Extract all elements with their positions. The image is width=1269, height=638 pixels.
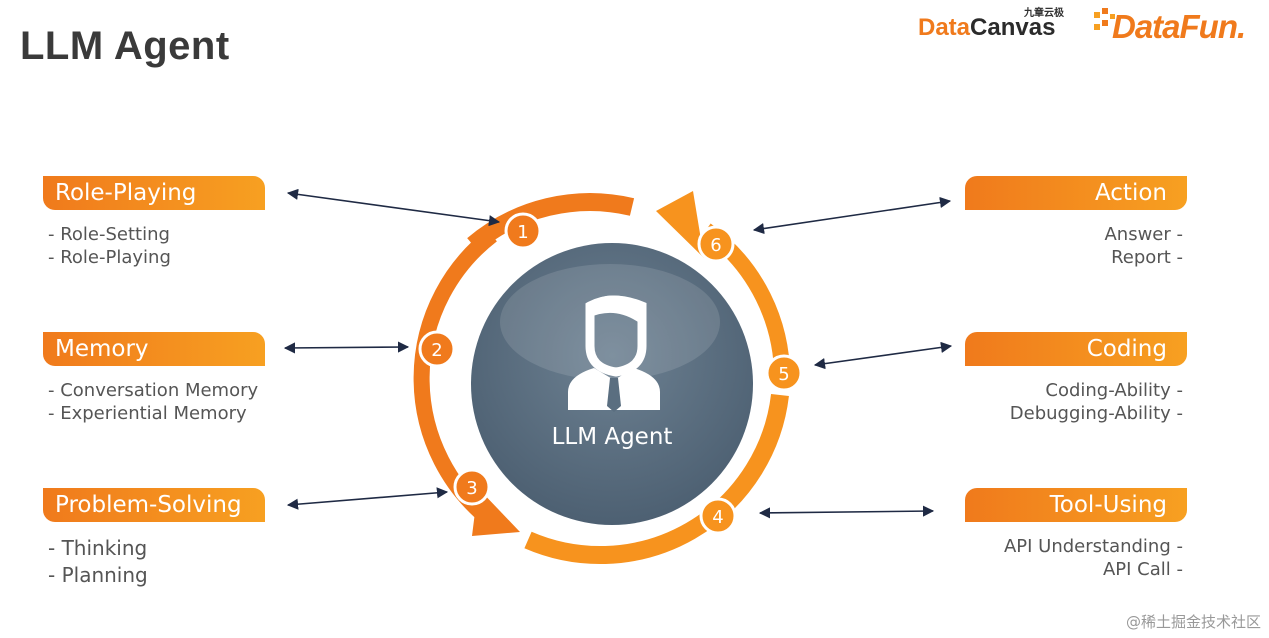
- step-number-3: 3: [466, 478, 477, 499]
- connector-tool-using: [758, 505, 935, 519]
- datacanvas-logo-cn: 九章云极: [1024, 8, 1064, 19]
- list-item: Coding-Ability -: [1045, 380, 1183, 401]
- step-number-1: 1: [517, 222, 528, 243]
- cycle-arc-bottom: [524, 393, 789, 565]
- watermark: @稀土掘金技术社区: [1125, 613, 1261, 631]
- person-icon: [568, 295, 660, 412]
- step-badge-3: [453, 468, 491, 506]
- center-highlight: [500, 264, 720, 380]
- connector-role-playing: [286, 188, 501, 227]
- tool-using-list: API Understanding - API Call -: [1004, 535, 1183, 581]
- list-item: - Role-Playing: [48, 247, 171, 268]
- step-number-5: 5: [778, 364, 789, 385]
- datacanvas-logo: 九章云极 DataCanvas: [918, 8, 1068, 44]
- list-item: - Experiential Memory: [48, 403, 247, 424]
- tool-using-banner: Tool-Using: [965, 488, 1187, 522]
- step-badge-6: [697, 225, 735, 263]
- list-item: - Conversation Memory: [48, 380, 259, 401]
- role-playing-banner: Role-Playing: [43, 176, 265, 210]
- connector-action: [752, 196, 952, 235]
- cycle-arc-top: [467, 193, 635, 252]
- role-playing-list: - Role-Setting - Role-Playing: [48, 223, 171, 269]
- list-item: - Planning: [48, 563, 148, 587]
- coding-banner: Coding: [965, 332, 1187, 366]
- connector-problem-solving: [286, 487, 449, 510]
- step-number-4: 4: [712, 507, 723, 528]
- connector-coding: [813, 341, 953, 370]
- datafun-logo: DataFun.: [1092, 2, 1262, 45]
- list-item: API Call -: [1102, 559, 1183, 580]
- page-title: LLM Agent: [20, 24, 230, 68]
- datafun-logo-mark: [1094, 8, 1115, 30]
- action-banner: Action: [965, 176, 1187, 210]
- memory-list: - Conversation Memory - Experiential Mem…: [48, 379, 258, 425]
- list-item: API Understanding -: [1003, 536, 1183, 557]
- step-badge-5: [765, 354, 803, 392]
- step-badge-2: [418, 330, 456, 368]
- list-item: - Role-Setting: [48, 224, 170, 245]
- datacanvas-logo-part1: Data: [918, 14, 971, 41]
- datacanvas-logo-part2: Canvas: [970, 14, 1056, 41]
- list-item: - Thinking: [48, 536, 148, 560]
- action-list: Answer - Report -: [1104, 223, 1183, 269]
- problem-solving-list: - Thinking - Planning: [48, 535, 148, 589]
- connector-memory: [283, 341, 410, 354]
- datafun-logo-text: DataFun.: [1112, 8, 1246, 45]
- center-label: LLM Agent: [551, 424, 673, 450]
- list-item: Report -: [1111, 247, 1183, 268]
- cycle-arrowhead-top-right: [656, 191, 704, 258]
- step-badge-4: [699, 497, 737, 535]
- step-number-6: 6: [710, 235, 721, 256]
- list-item: Answer -: [1104, 224, 1183, 245]
- problem-solving-banner: Problem-Solving: [43, 488, 265, 522]
- memory-banner: Memory: [43, 332, 265, 366]
- step-number-2: 2: [431, 340, 442, 361]
- list-item: Debugging-Ability -: [1009, 403, 1183, 424]
- coding-list: Coding-Ability - Debugging-Ability -: [1010, 379, 1183, 425]
- step-badge-1: [504, 212, 542, 250]
